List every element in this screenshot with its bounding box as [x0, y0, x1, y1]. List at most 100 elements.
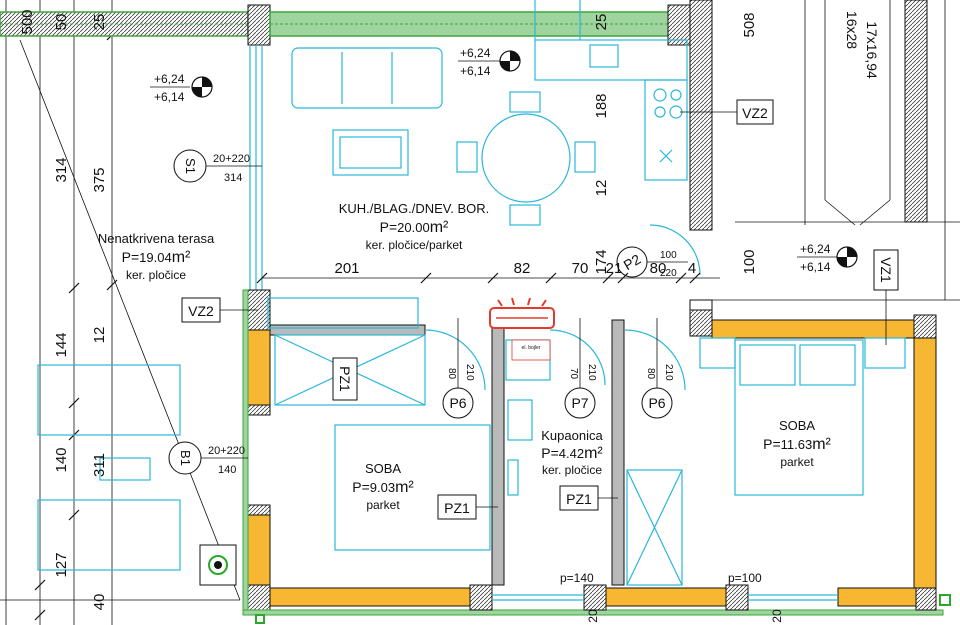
kitchen: [534, 0, 688, 181]
svg-text:508: 508: [741, 12, 758, 37]
door-sizes: 80 210 70 210 80 210: [446, 364, 674, 381]
svg-text:70: 70: [572, 260, 589, 277]
svg-text:140: 140: [218, 464, 236, 476]
top-wall: [0, 0, 928, 231]
tag-pz1-c: PZ1: [559, 485, 618, 511]
svg-text:B1: B1: [178, 450, 193, 466]
marker-s1: S1 20+220 314: [173, 149, 262, 184]
doors: [424, 224, 701, 391]
svg-text:P2: P2: [621, 251, 644, 274]
svg-text:25: 25: [91, 14, 108, 31]
tag-pz1-b: PZ1: [437, 494, 498, 520]
tag-pz1-a: PZ1: [332, 357, 358, 401]
tag-vz1: VZ1: [873, 249, 899, 345]
stair: [695, 0, 960, 301]
svg-text:ker. pločice: ker. pločice: [542, 463, 602, 477]
svg-text:201: 201: [334, 260, 359, 277]
vent-icon: [199, 544, 951, 624]
room-living: KUH./BLAG./DNEV. BOR. P=20.00m² ker. plo…: [339, 201, 490, 252]
marker-p6a: P6: [442, 318, 474, 419]
svg-text:20: 20: [586, 609, 600, 623]
svg-text:P=20.00m²: P=20.00m²: [380, 219, 449, 236]
svg-text:PZ1: PZ1: [337, 366, 353, 392]
svg-text:parket: parket: [780, 455, 814, 469]
svg-text:100: 100: [741, 249, 758, 274]
svg-text:82: 82: [514, 260, 531, 277]
svg-text:PZ1: PZ1: [444, 500, 470, 516]
stair-labels: 16x28 17x16,94: [844, 11, 880, 79]
room-bedroom-right: SOBA P=11.63m² parket: [763, 418, 831, 469]
svg-text:S1: S1: [183, 158, 198, 174]
marker-b1: B1 20+220 140: [168, 441, 248, 476]
svg-text:P=9.03m²: P=9.03m²: [352, 479, 414, 496]
room-bedroom-left: SOBA P=9.03m² parket: [352, 461, 414, 512]
svg-text:100: 100: [660, 250, 677, 261]
room-terrace: Nenatkrivena terasa P=19.04m² ker. ploči…: [98, 231, 215, 282]
level-living-a: +6,24: [460, 46, 491, 60]
marker-p6b: P6: [641, 318, 673, 419]
svg-text:210: 210: [586, 364, 597, 381]
svg-text:40: 40: [91, 594, 108, 611]
room-bathroom: Kupaonica P=4.42m² ker. pločice: [541, 428, 603, 477]
svg-text:20+220: 20+220: [208, 445, 245, 457]
vertical-dimensions: 500 50 25 314 375 144 12 140 311 127 40 …: [19, 9, 784, 622]
svg-text:17x16,94: 17x16,94: [864, 21, 880, 79]
svg-text:P6: P6: [449, 395, 466, 411]
svg-text:Nenatkrivena terasa: Nenatkrivena terasa: [98, 231, 215, 246]
living-furniture: [291, 47, 596, 226]
svg-text:174: 174: [593, 249, 610, 274]
terrace-furniture: [37, 364, 181, 571]
svg-text:VZ2: VZ2: [188, 303, 214, 319]
svg-text:KUH./BLAG./DNEV. BOR.: KUH./BLAG./DNEV. BOR.: [339, 201, 490, 216]
svg-text:70: 70: [568, 368, 579, 380]
sill-bath: p=140: [560, 571, 594, 585]
svg-text:80: 80: [645, 368, 656, 380]
svg-text:311: 311: [91, 453, 108, 477]
tag-vz2-left: VZ2: [181, 297, 258, 323]
svg-text:P7: P7: [571, 395, 588, 411]
svg-text:VZ2: VZ2: [742, 105, 768, 121]
svg-text:500: 500: [19, 9, 36, 34]
svg-text:P=19.04m²: P=19.04m²: [122, 249, 191, 266]
svg-text:80: 80: [446, 368, 457, 380]
terrace-glazing: [249, 45, 263, 290]
svg-text:314: 314: [224, 172, 242, 184]
svg-text:ker. pločice/parket: ker. pločice/parket: [366, 238, 463, 252]
horizontal-dimensions: 201 82 70 21 80 4: [256, 260, 720, 284]
svg-text:21: 21: [606, 260, 623, 277]
level-living-b: +6,14: [460, 64, 491, 78]
svg-text:ker. pločice: ker. pločice: [126, 268, 186, 282]
tag-vz2-top: VZ2: [680, 99, 774, 125]
level-marker-terrace: +6,24 +6,14: [150, 72, 213, 104]
svg-text:Kupaonica: Kupaonica: [541, 428, 603, 443]
svg-text:PZ1: PZ1: [566, 491, 592, 507]
level-stair-a: +6,24: [800, 242, 831, 256]
svg-text:314: 314: [53, 157, 70, 182]
svg-text:P=11.63m²: P=11.63m²: [763, 436, 831, 453]
svg-text:VZ1: VZ1: [878, 257, 894, 283]
svg-text:SOBA: SOBA: [365, 461, 401, 476]
marker-p7: P7: [564, 318, 596, 419]
svg-text:80: 80: [650, 260, 667, 277]
level-terrace-a: +6,24: [154, 72, 185, 86]
level-stair-b: +6,14: [800, 260, 831, 274]
svg-text:127: 127: [53, 552, 70, 577]
svg-text:220: 220: [660, 268, 677, 279]
heater-label: el. bojler: [522, 345, 541, 351]
bedroom-walls: [242, 289, 944, 616]
svg-text:20: 20: [770, 609, 784, 623]
level-marker-stair: +6,24 +6,14: [797, 242, 858, 274]
svg-text:20+220: 20+220: [213, 153, 250, 165]
svg-text:12: 12: [91, 327, 108, 344]
svg-text:parket: parket: [366, 498, 400, 512]
svg-text:SOBA: SOBA: [779, 418, 815, 433]
svg-text:25: 25: [593, 14, 610, 31]
svg-text:50: 50: [53, 14, 70, 31]
svg-text:4: 4: [688, 260, 696, 277]
svg-text:P6: P6: [648, 395, 665, 411]
level-marker-living: +6,24 +6,14: [458, 46, 521, 78]
svg-text:P=4.42m²: P=4.42m²: [541, 445, 603, 462]
svg-text:140: 140: [53, 447, 70, 472]
svg-text:375: 375: [91, 167, 108, 192]
